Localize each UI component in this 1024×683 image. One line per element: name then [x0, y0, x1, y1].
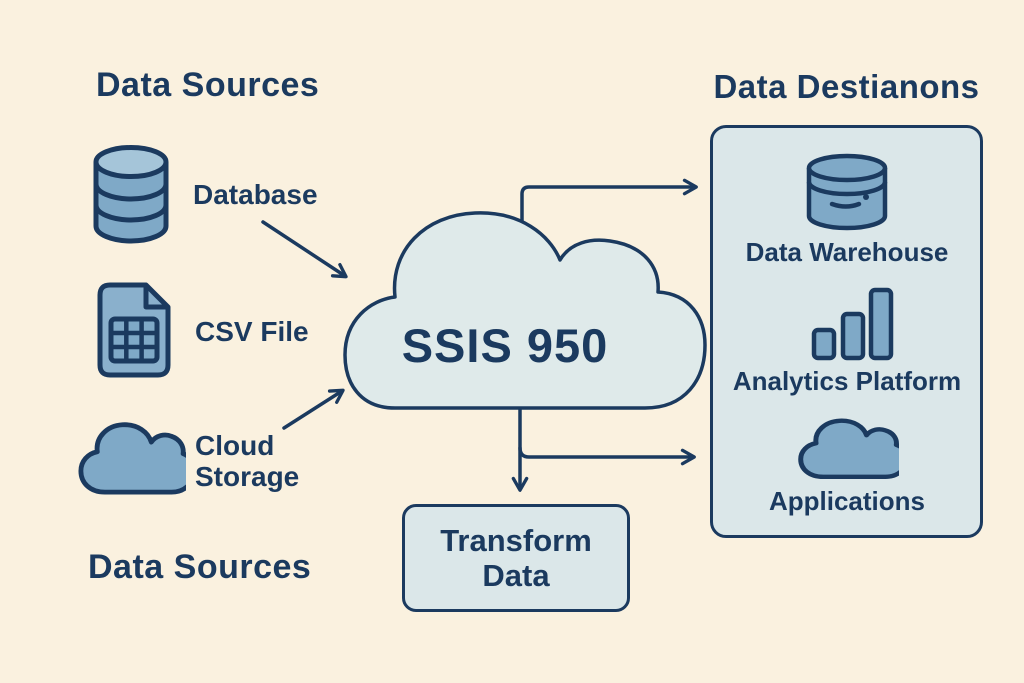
- heading-data-sources-bottom: Data Sources: [88, 548, 312, 586]
- cloud-icon: [798, 418, 899, 479]
- transform-data-box: Transform Data: [402, 504, 630, 612]
- data-warehouse-icon: [806, 153, 888, 231]
- csv-file-icon: [97, 282, 171, 378]
- heading-data-destinations: Data Destianons: [713, 68, 980, 105]
- destination-label-applications: Applications: [768, 486, 925, 516]
- etl-label: SSIS 950: [401, 319, 609, 372]
- destination-label-analytics-platform: Analytics Platform: [732, 366, 962, 396]
- source-label-csv-file: CSV File: [195, 316, 309, 347]
- transform-data-label: Transform Data: [440, 523, 592, 593]
- bar-chart-icon: [811, 287, 894, 361]
- arrow-cloud-storage-to-etl: [282, 388, 345, 430]
- arrow-etl-to-destinations-top: [520, 178, 698, 224]
- source-label-cloud-storage: Cloud Storage: [195, 430, 300, 492]
- cloud-storage-icon: [78, 422, 186, 495]
- database-icon: [93, 145, 169, 244]
- heading-data-sources-top: Data Sources: [96, 66, 320, 104]
- etl-cloud-shape: [343, 211, 707, 410]
- arrow-database-to-etl: [261, 220, 348, 279]
- arrow-etl-to-destinations-bottom: [518, 446, 696, 466]
- destination-label-data-warehouse: Data Warehouse: [745, 237, 949, 267]
- source-label-database: Database: [193, 179, 318, 210]
